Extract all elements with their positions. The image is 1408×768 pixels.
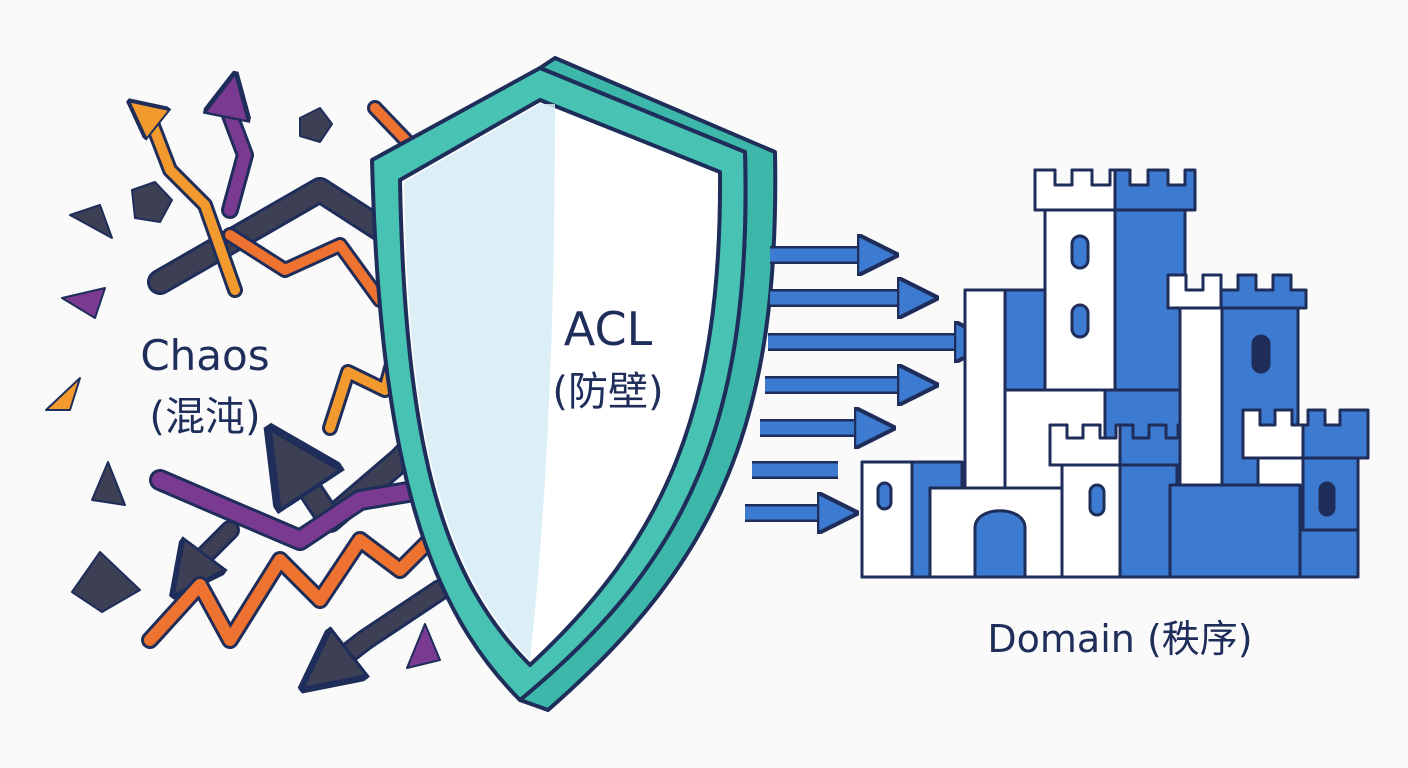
chaos-arrow-icon: [140, 110, 240, 295]
chaos-title: Chaos: [140, 331, 269, 380]
chaos-arrow-icon: [185, 523, 237, 580]
shield-icon: ACL (防壁): [370, 56, 778, 712]
acl-title: ACL: [564, 302, 653, 356]
chaos-subtitle: (混沌): [149, 394, 260, 440]
flow-arrows: [745, 255, 975, 513]
domain-label: Domain (秩序): [987, 617, 1252, 661]
chaos-arrow-icon: [320, 582, 448, 675]
acl-subtitle: (防壁): [552, 369, 663, 415]
castle-icon: [860, 168, 1370, 579]
chaos-arrow-icon: [228, 90, 245, 216]
